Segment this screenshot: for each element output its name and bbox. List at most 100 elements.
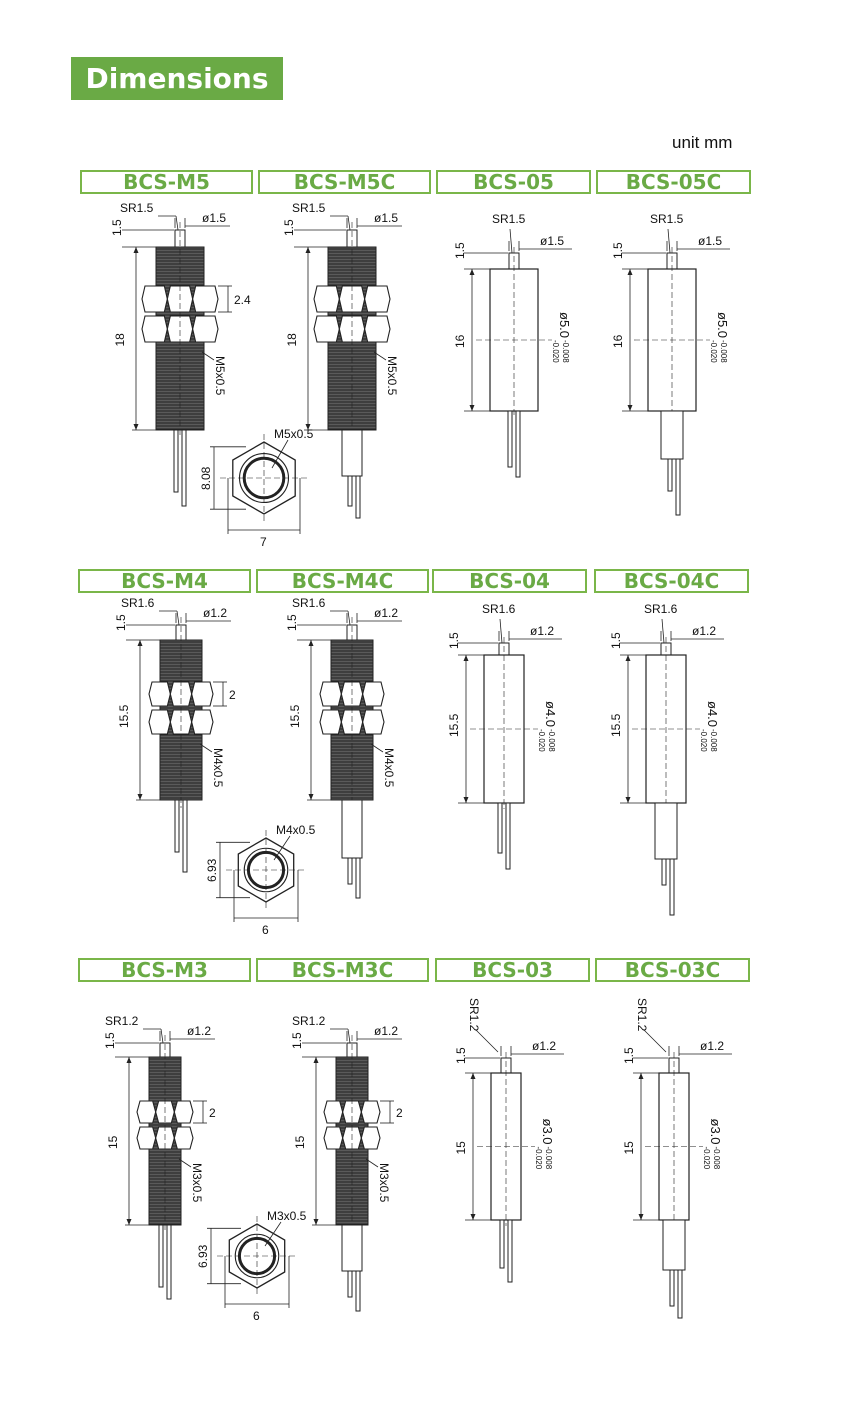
- arrow-head: [638, 1214, 644, 1220]
- cap-length-label: 1.5: [454, 1047, 468, 1064]
- body-length-label: 18: [285, 333, 299, 347]
- body-length-label: 15.5: [447, 713, 461, 737]
- tip-diameter-label: ø1.2: [187, 1024, 211, 1038]
- nut-thread-label: M4x0.5: [276, 823, 316, 837]
- arrow-head: [469, 269, 475, 275]
- body-diameter-label: ø3.0: [708, 1119, 723, 1145]
- nut-height-label: 6.93: [205, 858, 219, 882]
- arrow-head: [470, 1073, 476, 1079]
- lead-wire: [661, 858, 667, 886]
- lead-wire: [515, 410, 521, 478]
- arrow-head: [305, 247, 311, 253]
- arrow-head: [133, 247, 139, 253]
- model-label: BCS-M5: [80, 170, 253, 194]
- arrow-head: [313, 1057, 319, 1063]
- body-length-label: 16: [453, 334, 467, 348]
- body-diameter-label: ø3.0: [540, 1119, 555, 1145]
- nut-facet: [319, 709, 342, 735]
- tip-diameter-label: ø1.2: [374, 606, 398, 620]
- cap-length-label: 1.5: [103, 1032, 117, 1049]
- cable-sleeve: [341, 429, 363, 477]
- model-label: BCS-M3C: [256, 958, 429, 982]
- lead-wire: [355, 475, 361, 519]
- nut-facet: [364, 285, 391, 313]
- thread-size-label: M4x0.5: [211, 748, 225, 788]
- body-length-label: 15.5: [609, 713, 623, 737]
- cap-length-label: 1.5: [447, 632, 461, 649]
- nut-thickness-label: 2.4: [234, 293, 251, 307]
- nut-width-label: 6: [262, 923, 269, 937]
- tolerance-upper: -0.008: [547, 729, 556, 752]
- arrow-head: [463, 655, 469, 661]
- body-length-label: 15: [293, 1135, 307, 1149]
- hex-nut-side: [136, 1126, 194, 1150]
- leader-line: [175, 215, 179, 231]
- tip-diameter-label: ø1.5: [698, 234, 722, 248]
- sr-label: SR1.2: [467, 998, 481, 1032]
- leader-line: [273, 835, 291, 861]
- hex-nut-side: [136, 1100, 194, 1124]
- thread-size-label: M4x0.5: [382, 748, 396, 788]
- arrow-head: [470, 1214, 476, 1220]
- tip-diameter-label: ø1.2: [532, 1039, 556, 1053]
- leader-line: [347, 215, 351, 231]
- nut-facet: [191, 709, 214, 735]
- model-label: BCS-04: [432, 569, 587, 593]
- leader-line: [271, 439, 289, 469]
- body-length-label: 15: [622, 1141, 636, 1155]
- lead-wire: [173, 429, 179, 493]
- body-length-label: 15.5: [288, 704, 302, 728]
- nut-facet: [148, 709, 171, 735]
- lead-wire: [347, 857, 353, 885]
- nut-facet: [360, 1100, 381, 1124]
- unit-note: unit mm: [672, 133, 733, 152]
- arrow-head: [313, 1219, 319, 1225]
- arrow-head: [308, 640, 314, 646]
- body-length-label: 15: [454, 1141, 468, 1155]
- sr-label: SR1.6: [121, 596, 155, 610]
- arrow-head: [625, 797, 631, 803]
- model-label: BCS-M4: [78, 569, 251, 593]
- nut-facet: [141, 315, 168, 343]
- lead-wire: [499, 1219, 505, 1269]
- nut-width-label: 6: [253, 1309, 260, 1323]
- thread-size-label: M5x0.5: [213, 356, 227, 396]
- lead-wire: [174, 799, 180, 853]
- model-label: BCS-05: [436, 170, 591, 194]
- lead-wire: [669, 1269, 675, 1307]
- nut-facet: [148, 681, 171, 707]
- tolerance-upper: -0.008: [561, 340, 570, 363]
- leader-line: [347, 610, 351, 626]
- arrow-head: [137, 640, 143, 646]
- nut-facet: [364, 315, 391, 343]
- body-diameter-label: ø5.0: [715, 312, 730, 338]
- lead-wire: [158, 1224, 164, 1288]
- lead-wire: [677, 1269, 683, 1319]
- arrow-head: [627, 269, 633, 275]
- arrow-head: [627, 405, 633, 411]
- lead-wire: [181, 429, 187, 507]
- hex-nut-side: [323, 1100, 381, 1124]
- cap-length-label: 1.5: [609, 632, 623, 649]
- lead-wire: [505, 802, 511, 870]
- lead-wire: [355, 1270, 361, 1312]
- nut-thread-label: M5x0.5: [274, 427, 314, 441]
- cap-length-label: 1.5: [285, 614, 299, 631]
- nut-facet: [141, 285, 168, 313]
- lead-wire: [667, 458, 673, 492]
- cable-sleeve: [660, 410, 684, 460]
- thread-size-label: M3x0.5: [377, 1163, 391, 1203]
- sr-label: SR1.5: [292, 201, 326, 215]
- leader-line: [178, 1158, 192, 1168]
- leader-line: [160, 1028, 164, 1044]
- leader-line: [365, 1158, 379, 1168]
- thread-size-label: M3x0.5: [190, 1163, 204, 1203]
- body-length-label: 16: [611, 334, 625, 348]
- nut-facet: [362, 681, 385, 707]
- nut-facet: [338, 315, 366, 343]
- nut-facet: [313, 315, 340, 343]
- nut-width-label: 7: [260, 535, 267, 549]
- tolerance-lower: -0.020: [702, 1147, 711, 1170]
- sr-label: SR1.6: [644, 602, 678, 616]
- cap-length-label: 1.5: [453, 242, 467, 259]
